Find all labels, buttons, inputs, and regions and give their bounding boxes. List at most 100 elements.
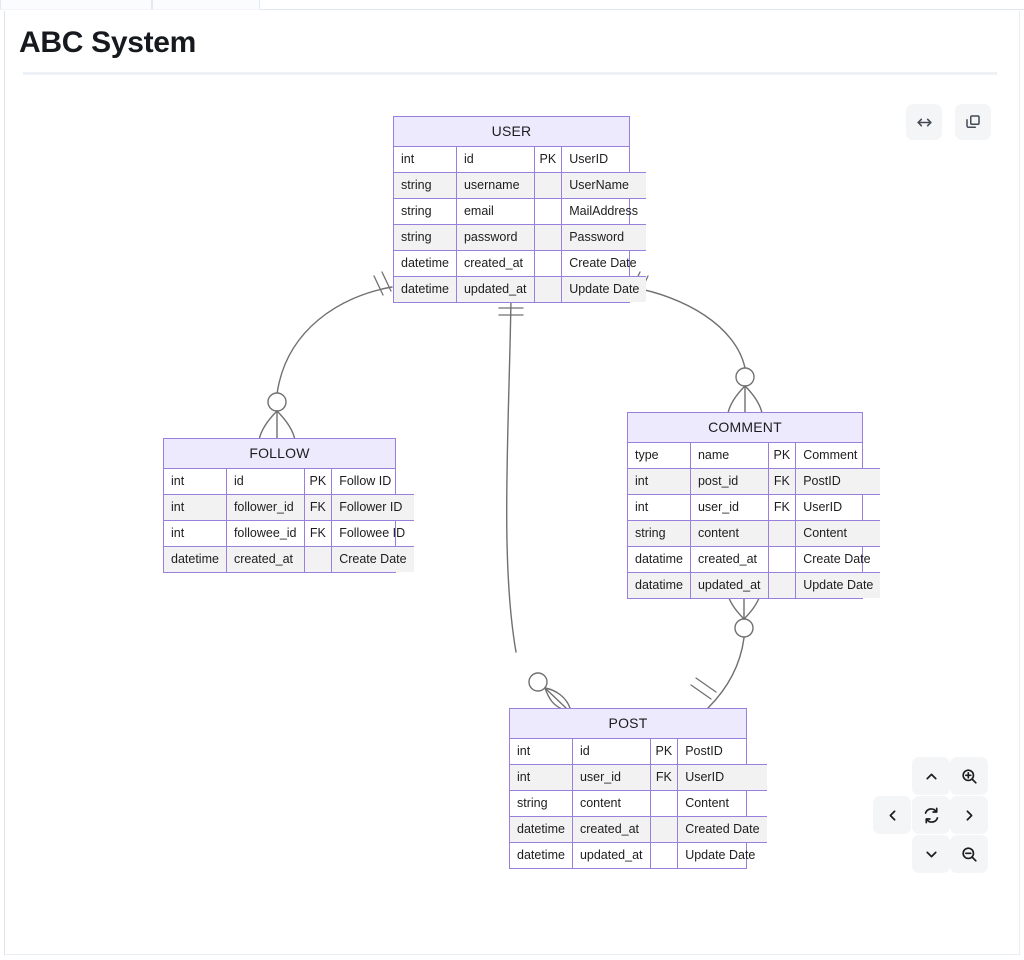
attr-type: int (510, 739, 573, 765)
attr-type: string (628, 520, 691, 547)
attr-name: email (456, 198, 535, 225)
attr-comment: Followee ID (331, 520, 414, 547)
attr-comment: Create Date (795, 546, 881, 573)
attr-type: datatime (628, 546, 691, 573)
attr-name: post_id (690, 468, 769, 495)
entity-follow[interactable]: FOLLOW int id PK Follow ID int follower_… (163, 438, 414, 573)
attr-comment: PostID (795, 468, 881, 495)
attr-comment: Password (561, 224, 647, 251)
attr-type: int (164, 520, 227, 547)
attr-name: created_at (690, 546, 769, 573)
chevron-left-icon (884, 807, 901, 824)
attr-comment: MailAddress (561, 198, 647, 225)
attr-comment: UserID (677, 764, 767, 791)
pan-up-button[interactable] (912, 757, 950, 795)
page-title: ABC System (19, 26, 197, 59)
table-row: string content Content (510, 790, 767, 817)
attr-type: datatime (628, 572, 691, 598)
attr-key (534, 250, 563, 277)
reset-button[interactable] (912, 796, 950, 834)
pan-down-button[interactable] (912, 835, 950, 873)
attr-key (650, 790, 679, 817)
entity-comment-attributes: type name PK Comment int post_id FK Post… (628, 443, 881, 598)
zoom-out-icon (960, 845, 979, 864)
arrows-left-right-icon (915, 113, 934, 132)
table-row: datetime updated_at Update Date (394, 276, 647, 302)
attr-name: content (690, 520, 769, 547)
table-row: int followee_id FK Followee ID (164, 520, 414, 547)
attr-type: string (394, 198, 457, 225)
table-row: int follower_id FK Follower ID (164, 494, 414, 521)
entity-user-title: USER (394, 117, 629, 147)
attr-key: FK (304, 494, 333, 521)
zoom-out-button[interactable] (950, 835, 988, 873)
entity-user-attributes: int id PK UserID string username UserNam… (394, 147, 647, 302)
attr-comment: PostID (677, 739, 767, 765)
attr-comment: Comment (795, 443, 881, 469)
attr-key (768, 572, 797, 598)
entity-comment-title: COMMENT (628, 413, 862, 443)
attr-name: user_id (572, 764, 651, 791)
attr-type: datetime (394, 250, 457, 277)
attr-type: int (510, 764, 573, 791)
attr-name: password (456, 224, 535, 251)
table-row: int id PK PostID (510, 739, 767, 765)
attr-key: FK (768, 494, 797, 521)
attr-name: follower_id (226, 494, 305, 521)
attr-name: user_id (690, 494, 769, 521)
attr-type: type (628, 443, 691, 469)
edge-user-comment (629, 286, 746, 369)
browser-tab-strip (0, 0, 1024, 10)
attr-comment: UserID (561, 147, 647, 173)
chevron-right-icon (961, 807, 978, 824)
attr-comment: Created Date (677, 816, 767, 843)
edge-user-follow (276, 286, 393, 395)
pan-right-button[interactable] (950, 796, 988, 834)
entity-follow-title: FOLLOW (164, 439, 395, 469)
attr-comment: Follow ID (331, 469, 414, 495)
attr-comment: Content (795, 520, 881, 547)
attr-key: PK (304, 469, 333, 495)
attr-name: created_at (572, 816, 651, 843)
attr-key (534, 172, 563, 199)
attr-comment: Update Date (685, 848, 756, 862)
chevron-up-icon (923, 768, 940, 785)
entity-user[interactable]: USER int id PK UserID string username Us… (393, 116, 647, 303)
attr-key: FK (768, 468, 797, 495)
entity-follow-attributes: int id PK Follow ID int follower_id FK F… (164, 469, 414, 572)
pan-left-button[interactable] (873, 796, 911, 834)
zoom-in-icon (960, 767, 979, 786)
browser-tab-1[interactable] (0, 0, 152, 10)
attr-type: int (394, 147, 457, 173)
table-row: datetime created_at Create Date (164, 546, 414, 572)
fit-width-button[interactable] (906, 104, 942, 140)
edge-post-comment (707, 637, 745, 709)
zoom-in-button[interactable] (950, 757, 988, 795)
refresh-icon (922, 806, 941, 825)
attr-name: created_at (456, 250, 535, 277)
edge-user-post (505, 297, 517, 653)
chevron-down-icon (923, 846, 940, 863)
attr-type: int (628, 468, 691, 495)
table-row: datetime created_at Create Date (394, 250, 647, 277)
entity-comment[interactable]: COMMENT type name PK Comment int post_id… (627, 412, 881, 599)
attr-key: PK (534, 147, 563, 173)
attr-comment: Update Date (795, 572, 881, 598)
table-row: string password Password (394, 224, 647, 251)
table-row: string username UserName (394, 172, 647, 199)
browser-tab-2[interactable] (152, 0, 260, 10)
attr-comment: UserID (795, 494, 881, 521)
title-divider (23, 72, 997, 75)
attr-key (534, 224, 563, 251)
table-row: type name PK Comment (628, 443, 881, 469)
table-row: int user_id FK UserID (628, 494, 881, 521)
attr-type: int (164, 469, 227, 495)
entity-post[interactable]: POST int id PK PostID int user_id FK Use… (509, 708, 767, 869)
attr-name: id (456, 147, 535, 173)
copy-icon (964, 113, 982, 131)
attr-key (650, 816, 679, 843)
attr-key (768, 546, 797, 573)
copy-button[interactable] (955, 104, 991, 140)
table-row: int id PK Follow ID (164, 469, 414, 495)
